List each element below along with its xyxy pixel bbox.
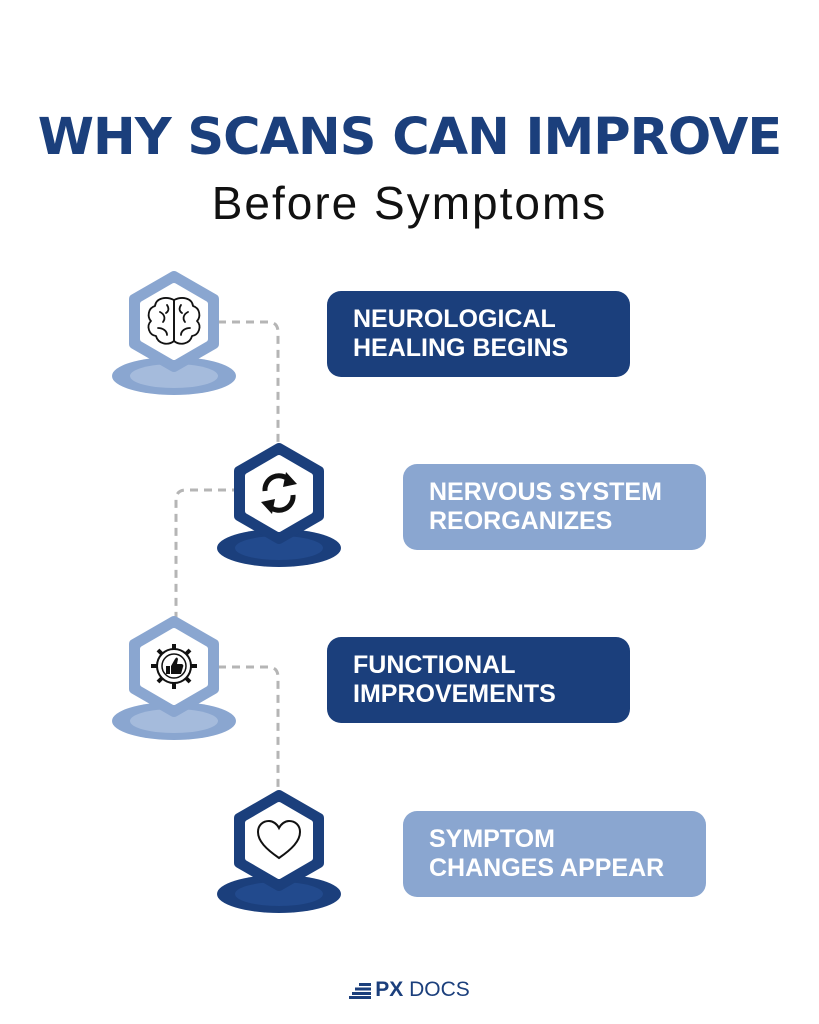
step-3-label-box: FUNCTIONAL IMPROVEMENTS [327,637,630,723]
connector-lines [174,320,280,795]
brand-name-rest: DOCS [409,978,470,1001]
step-2-label-line-1: NERVOUS SYSTEM [429,478,662,506]
brain-icon [147,297,201,345]
marker-base-ring [130,709,218,733]
step-2-label-box: NERVOUS SYSTEM REORGANIZES [403,464,706,550]
hexagon-inner [245,802,313,879]
step-4-label-line-1: SYMPTOM [429,825,555,853]
step-3-marker [112,616,236,740]
page-subtitle: Before Symptoms [211,177,608,229]
footer-brand: PX DOCS [0,978,819,1002]
connector-1-2 [218,320,280,448]
connector-2-3 [174,488,240,618]
step-3-label-line-1: FUNCTIONAL [353,651,516,679]
step-4-label-box: SYMPTOM CHANGES APPEAR [403,811,706,897]
page-title: WHY SCANS CAN IMPROVE [37,108,782,167]
connector-3-4 [218,665,280,795]
step-3-label-line-2: IMPROVEMENTS [353,680,556,708]
heart-icon [256,819,302,860]
marker-base-ring [130,364,218,388]
brand-stairs-icon [349,983,372,999]
step-1-label-box: NEUROLOGICAL HEALING BEGINS [327,291,630,377]
step-1-label-line-2: HEALING BEGINS [353,334,569,362]
refresh-arrows-icon [261,472,297,514]
marker-base-ring [235,536,323,560]
step-4-label-line-2: CHANGES APPEAR [429,854,665,882]
step-2-label-line-2: REORGANIZES [429,507,613,535]
hexagon-inner [245,455,313,532]
step-4-marker [217,790,341,913]
step-2-marker [217,443,341,567]
marker-base-ring [235,882,323,906]
brand-name-bold: PX [375,978,404,1001]
step-1-marker [112,271,236,395]
step-1-label-line-1: NEUROLOGICAL [353,305,556,333]
gear-thumbs-up-icon [151,644,197,689]
